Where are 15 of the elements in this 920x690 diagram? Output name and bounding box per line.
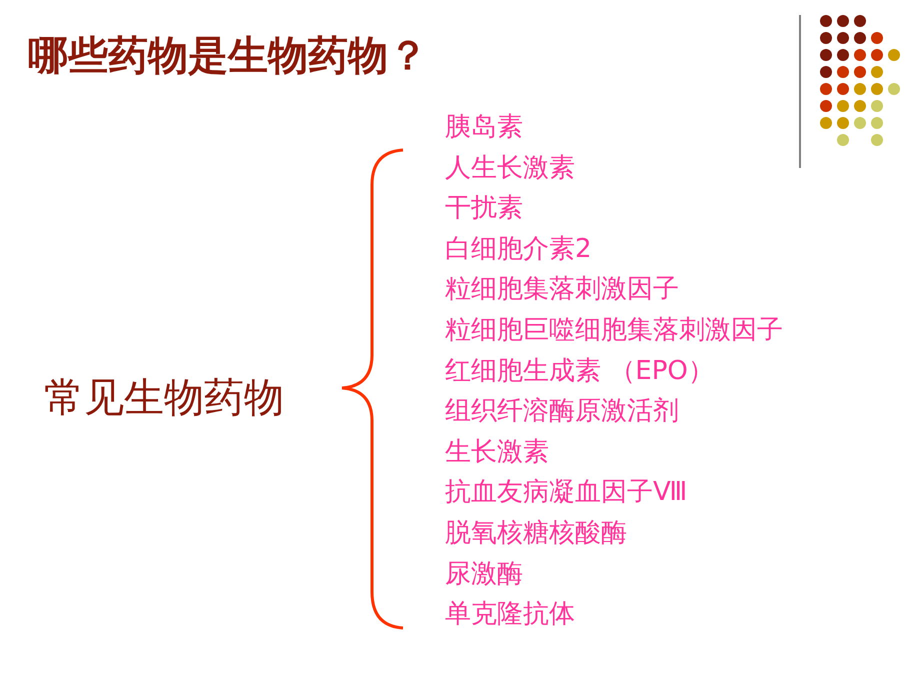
group-heading: 常见生物药物 <box>44 374 284 423</box>
list-item: 生长激素 <box>445 436 549 469</box>
list-item: 人生长激素 <box>445 152 575 185</box>
list-item: 组织纤溶酶原激活剂 <box>445 395 679 428</box>
list-item: 抗血友病凝血因子Ⅷ <box>445 476 688 510</box>
list-item: 胰岛素 <box>445 111 523 144</box>
list-item: 单克隆抗体 <box>445 598 575 632</box>
list-item: 白细胞介素2 <box>445 232 592 266</box>
list-item: 粒细胞巨噬细胞集落刺激因子 <box>445 314 783 347</box>
list-item: 尿激酶 <box>445 558 523 591</box>
list-item: 红细胞生成素 （EPO） <box>445 354 714 388</box>
slide-title: 哪些药物是生物药物？ <box>28 32 428 81</box>
list-item: 粒细胞集落刺激因子 <box>445 273 679 306</box>
list-item: 干扰素 <box>445 192 523 226</box>
list-item: 脱氧核糖核酸酶 <box>445 517 627 550</box>
